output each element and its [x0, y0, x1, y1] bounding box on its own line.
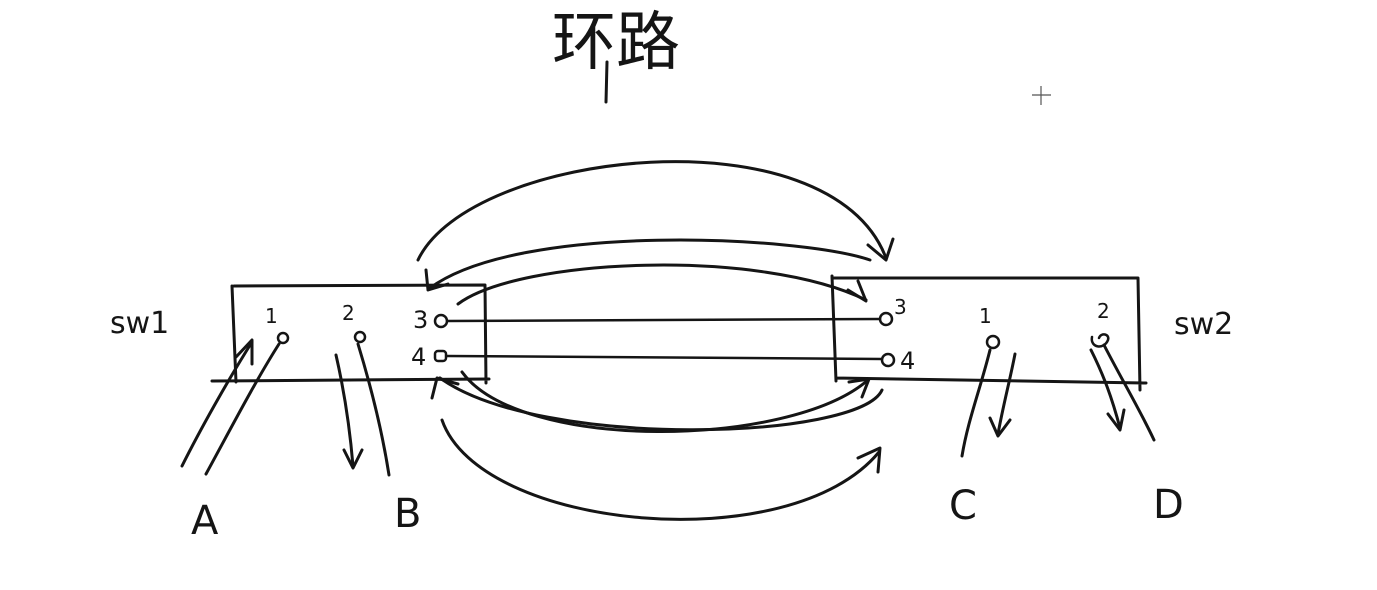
link-sw1-4-to-sw2-4: [445, 354, 884, 361]
crosshair-cursor-icon: [1032, 86, 1051, 105]
host-a-uplink: [180, 340, 254, 468]
host-d-downlink: [1089, 348, 1122, 430]
sw1-port-1: [276, 331, 290, 345]
host-c-downlink-arrowhead: [988, 416, 1012, 438]
sw1-port-2: [353, 330, 367, 344]
loop-arc-return: [438, 376, 884, 432]
host-c-link: [960, 348, 992, 458]
host-d-downlink-arrowhead: [1106, 408, 1126, 432]
host-c-downlink: [996, 352, 1017, 436]
host-a-uplink-arrowhead: [234, 338, 254, 366]
host-c: C: [949, 348, 1017, 529]
arrowhead-outer-bottom: [856, 446, 882, 474]
sw1-port-4-label: 4: [411, 343, 426, 371]
arrowhead-outer-top: [866, 237, 895, 262]
sw1-port-3-label: 3: [413, 306, 428, 334]
sw1-port-4: [433, 349, 448, 363]
host-b-label: B: [394, 491, 421, 537]
host-b: B: [334, 342, 421, 537]
arrowhead-inner-top: [424, 268, 450, 292]
sw1-port-1-label: 1: [265, 304, 278, 328]
loop-arc-outer-top: [416, 160, 888, 262]
sw2-port-1: [985, 334, 1001, 350]
host-d: D: [1089, 343, 1184, 528]
host-d-link: [1102, 343, 1156, 442]
loop-arc-inner-bottom: [460, 370, 870, 433]
host-b-link: [356, 342, 391, 477]
loop-arrows: [416, 160, 895, 521]
sw2-port-3: [878, 311, 894, 327]
diagram-title: 环路: [552, 6, 680, 80]
loop-arc-inner-top: [428, 238, 872, 290]
sw1-port-2-label: 2: [342, 301, 355, 325]
sw2-port-4: [880, 352, 896, 368]
host-c-label: C: [949, 483, 977, 529]
switch-sw1: sw1 1 2 3 4: [110, 283, 491, 385]
link-sw1-3-to-sw2-3: [445, 317, 882, 323]
sw2-port-2: [1090, 333, 1110, 348]
host-a-label: A: [191, 498, 219, 544]
sw2-port-1-label: 1: [979, 304, 992, 328]
arrowhead-inner-bottom: [847, 377, 871, 399]
title-pointer-line: [604, 60, 609, 104]
switch-sw1-label: sw1: [110, 306, 169, 341]
sw2-port-4-label: 4: [900, 347, 915, 375]
switch-sw1-box: [210, 283, 491, 385]
host-a-link: [204, 342, 281, 476]
sw1-port-3: [433, 313, 449, 329]
switch-sw2-box: [830, 274, 1148, 392]
switch-sw2-label: sw2: [1174, 307, 1233, 342]
host-b-downlink: [334, 353, 355, 468]
host-b-downlink-arrowhead: [342, 448, 364, 470]
arrowhead-inner-top-2: [846, 279, 868, 303]
switch-sw2: sw2 3 4 1 2: [830, 274, 1233, 392]
loop-arc-inner-top-2: [456, 263, 868, 306]
host-d-label: D: [1153, 482, 1184, 528]
arrowhead-return: [430, 376, 460, 400]
sw2-port-2-label: 2: [1097, 299, 1110, 323]
host-a: A: [180, 338, 281, 544]
sw2-port-3-label: 3: [894, 295, 907, 319]
loop-arc-outer-bottom: [440, 418, 881, 521]
